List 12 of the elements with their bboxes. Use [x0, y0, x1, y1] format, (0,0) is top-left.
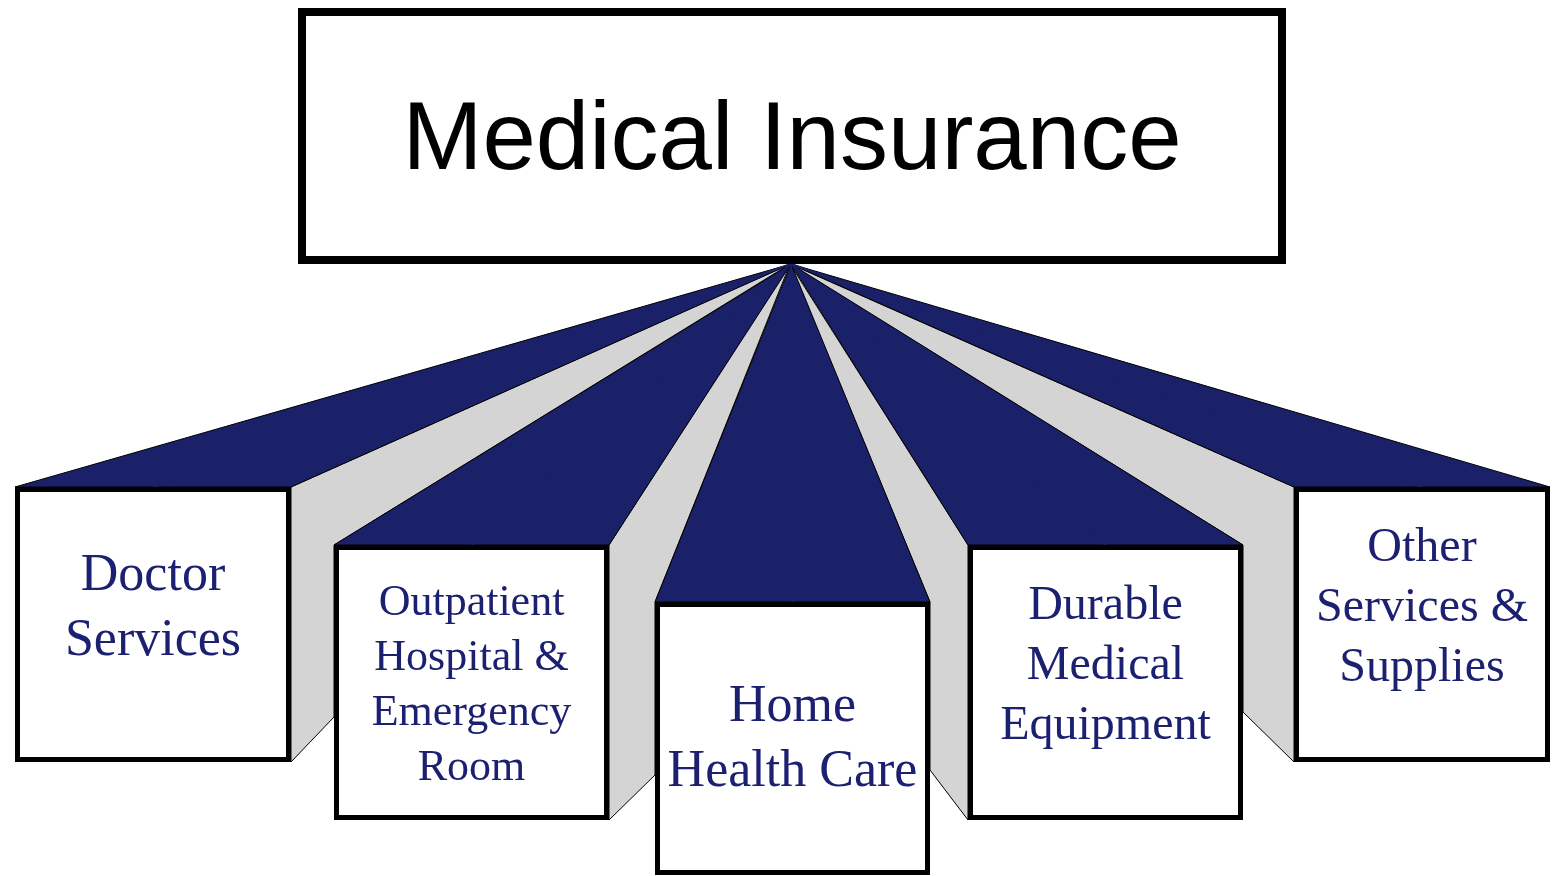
category-box — [1294, 487, 1550, 762]
title-text: Medical Insurance — [402, 81, 1182, 191]
category-label: Doctor Services — [63, 542, 243, 668]
category-label: Outpatient Hospital & Emergency Room — [370, 574, 573, 792]
category-label: Home Health Care — [666, 673, 919, 799]
title-box — [298, 8, 1286, 264]
category-label: Durable Medical Equipment — [999, 574, 1212, 751]
category-box — [15, 487, 291, 762]
category-label: Other Services & Supplies — [1315, 516, 1529, 693]
category-box — [334, 545, 609, 820]
category-box — [655, 602, 930, 875]
category-box — [968, 545, 1243, 820]
